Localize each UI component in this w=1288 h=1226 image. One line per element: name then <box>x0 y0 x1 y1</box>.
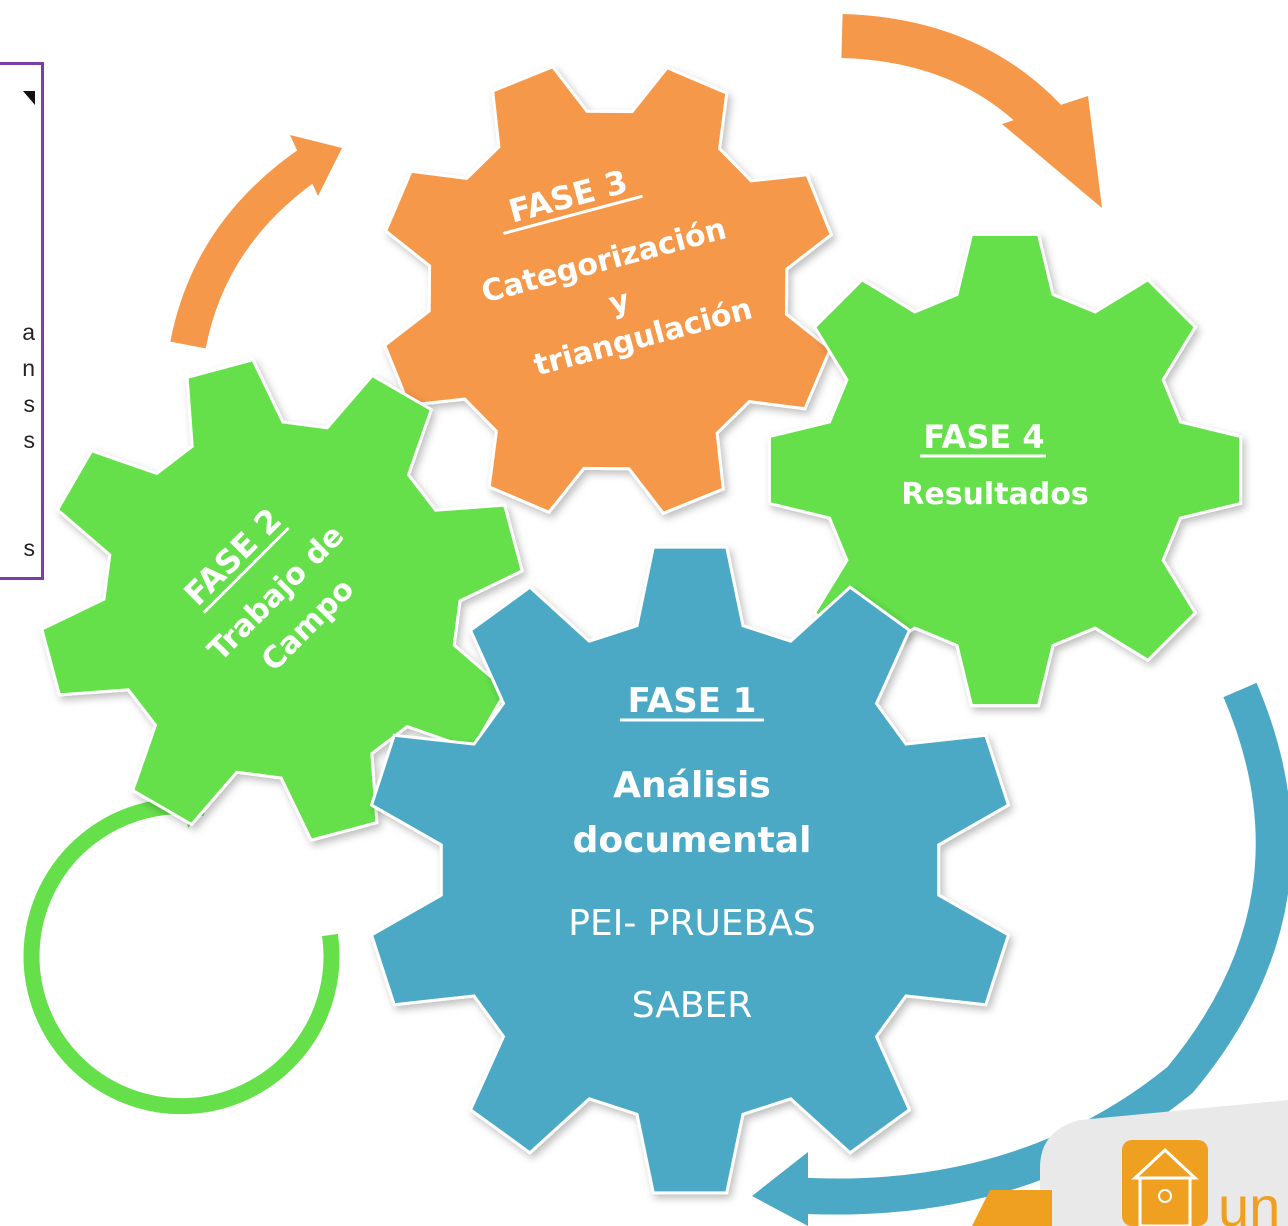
orange-arrow-right <box>841 14 1102 208</box>
fase-4-label: FASE 4 Resultados <box>901 418 1088 512</box>
fase-1-line-3: PEI- PRUEBAS <box>568 903 816 944</box>
fase-2-underline <box>202 526 290 614</box>
fase-1-title: FASE 1 <box>628 681 757 721</box>
fase-1-line-2: documental <box>573 820 812 861</box>
logo-text: un <box>1218 1175 1280 1226</box>
blue-arrow <box>752 682 1288 1226</box>
gear2-shape <box>40 358 524 842</box>
gear-fase-3 <box>382 64 834 516</box>
fase-4-line-1: Resultados <box>901 477 1088 512</box>
fase-1-line-4: SABER <box>632 985 753 1026</box>
university-logo: un <box>972 1100 1288 1226</box>
fase-3-underline <box>503 194 643 235</box>
gear-fase-2 <box>40 358 524 842</box>
gear4-shape <box>767 232 1243 708</box>
text-panel: a n s s s <box>0 62 44 580</box>
panel-corner-mark <box>23 91 35 105</box>
fase-4-title: FASE 4 <box>923 418 1044 456</box>
panel-text-fragment: n <box>22 355 35 381</box>
gear3-shape <box>382 64 834 516</box>
green-loop-arrow <box>23 780 340 1115</box>
panel-text-fragment: s <box>23 535 36 561</box>
logo-building-icon <box>1122 1140 1208 1226</box>
panel-text-fragment: s <box>23 427 36 453</box>
panel-text-fragment: a <box>22 319 35 345</box>
orange-arrow-left <box>170 135 342 349</box>
fase-1-label: FASE 1 Análisis documental PEI- PRUEBAS … <box>568 681 816 1026</box>
gear-fase-4 <box>767 232 1243 708</box>
fase-1-line-1: Análisis <box>613 765 771 806</box>
gear-fase-1 <box>369 545 1011 1195</box>
gear1-shape <box>369 545 1011 1195</box>
panel-text-fragment: s <box>23 391 36 417</box>
